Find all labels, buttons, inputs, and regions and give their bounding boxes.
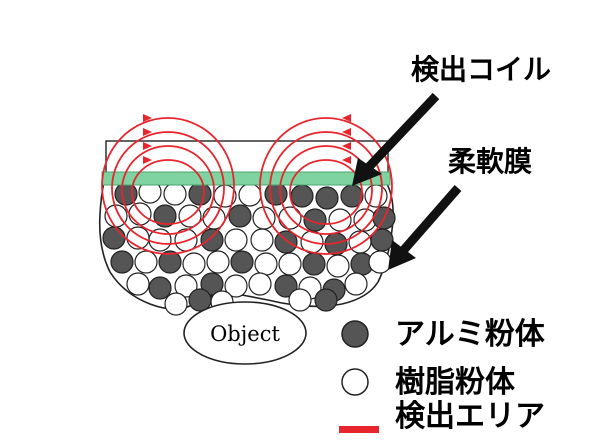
legend-resin-powder-label: 樹脂粉体 xyxy=(395,365,515,400)
detection-area-field-lines xyxy=(101,114,393,255)
aluminum-particle xyxy=(264,182,288,206)
resin-particle xyxy=(248,272,272,296)
resin-particle xyxy=(364,184,388,208)
aluminum-particle xyxy=(158,250,182,274)
aluminum-particle xyxy=(314,288,338,312)
aluminum-particle xyxy=(188,182,212,206)
resin-particle xyxy=(182,252,206,276)
resin-particle xyxy=(164,292,188,316)
membrane-pointer-arrow xyxy=(388,185,462,270)
dark-circle-icon xyxy=(341,320,369,348)
object-label: Object xyxy=(210,322,280,346)
field-loop xyxy=(269,131,383,245)
resin-particle xyxy=(206,250,230,274)
field-direction-arrow xyxy=(342,142,351,150)
field-loop xyxy=(121,145,215,235)
field-direction-arrow xyxy=(342,156,351,164)
resin-particle xyxy=(288,288,312,312)
red-line-icon xyxy=(339,426,379,433)
field-direction-arrow xyxy=(143,114,152,122)
white-circle-icon xyxy=(341,368,369,396)
resin-particle xyxy=(174,274,198,298)
aluminum-particle xyxy=(290,184,314,208)
aluminum-particle xyxy=(230,250,254,274)
field-loop xyxy=(279,145,373,235)
resin-particle xyxy=(163,182,187,206)
resin-particle xyxy=(238,183,262,207)
resin-particle xyxy=(278,252,302,276)
resin-particle xyxy=(348,230,372,254)
field-loop xyxy=(111,131,225,245)
field-direction-arrow xyxy=(143,128,152,136)
field-direction-arrow xyxy=(342,114,351,122)
aluminum-particle xyxy=(302,252,326,276)
resin-particle xyxy=(344,272,368,296)
resin-particle xyxy=(250,228,274,252)
field-loop xyxy=(289,159,363,225)
resin-particle xyxy=(254,252,278,276)
particle-layer xyxy=(102,180,396,316)
field-loop xyxy=(259,117,393,255)
legend-aluminum-powder-label: アルミ粉体 xyxy=(395,317,545,352)
object-ellipse xyxy=(183,301,307,365)
resin-particle xyxy=(224,228,248,252)
field-direction-arrow xyxy=(143,156,152,164)
resin-particle xyxy=(126,272,150,296)
detection-coil-label: 検出コイル xyxy=(411,53,552,86)
flexible-membrane-label: 柔軟膜 xyxy=(448,145,533,178)
aluminum-particle xyxy=(148,276,172,300)
aluminum-particle xyxy=(274,274,298,298)
field-loop xyxy=(131,159,205,225)
aluminum-particle xyxy=(315,186,339,210)
resin-particle xyxy=(328,208,352,232)
coil-pointer-arrow xyxy=(352,92,440,186)
legend-detection-area-label: 検出エリア xyxy=(395,399,545,434)
field-loop xyxy=(101,117,235,255)
resin-particle xyxy=(326,254,350,278)
field-direction-arrow xyxy=(143,142,152,150)
resin-particle xyxy=(128,202,152,226)
aluminum-particle xyxy=(200,272,224,296)
aluminum-particle xyxy=(110,250,134,274)
field-direction-arrow xyxy=(342,128,351,136)
aluminum-particle xyxy=(228,204,252,228)
resin-particle xyxy=(224,274,248,298)
aluminum-particle xyxy=(200,228,224,252)
aluminum-particle xyxy=(153,204,177,228)
resin-particle xyxy=(368,250,392,274)
resin-particle xyxy=(134,250,158,274)
detection-coil-band xyxy=(101,171,391,186)
aluminum-particle xyxy=(102,226,126,250)
